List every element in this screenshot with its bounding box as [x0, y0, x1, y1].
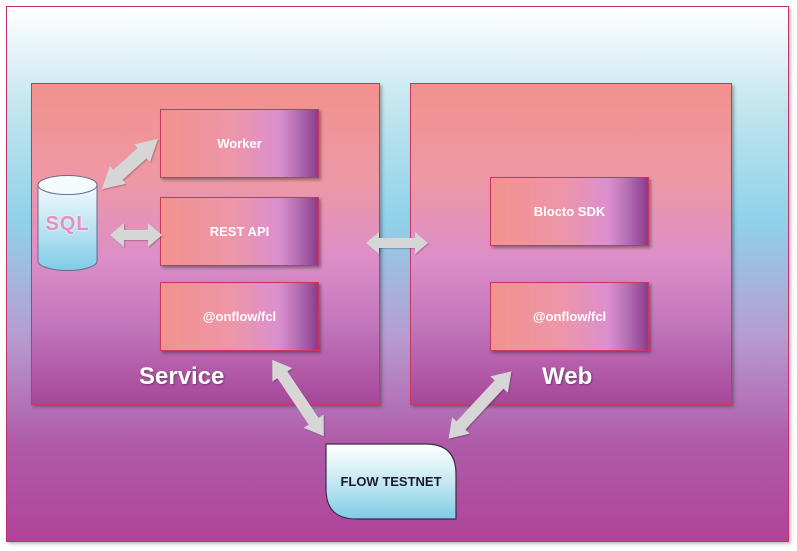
- web-title: Web: [542, 363, 593, 390]
- database-label: SQL: [45, 213, 90, 235]
- db-restapi-arrow: [110, 223, 162, 247]
- rest-api-box: REST API: [160, 197, 319, 266]
- service-web-arrow: [366, 232, 428, 254]
- worker-box: Worker: [160, 109, 319, 178]
- flow-testnet-shape: [325, 443, 457, 520]
- flow-testnet-label: FLOW TESTNET: [340, 474, 442, 489]
- web-fcl-testnet-arrow: [448, 371, 512, 439]
- database-icon: [37, 175, 98, 271]
- web-fcl-box: @onflow/fcl: [490, 282, 649, 351]
- service-fcl-testnet-arrow: [272, 359, 324, 437]
- service-title: Service: [139, 363, 225, 390]
- service-fcl-box: @onflow/fcl: [160, 282, 319, 351]
- db-worker-arrow: [101, 138, 159, 190]
- blocto-sdk-box: Blocto SDK: [490, 177, 649, 246]
